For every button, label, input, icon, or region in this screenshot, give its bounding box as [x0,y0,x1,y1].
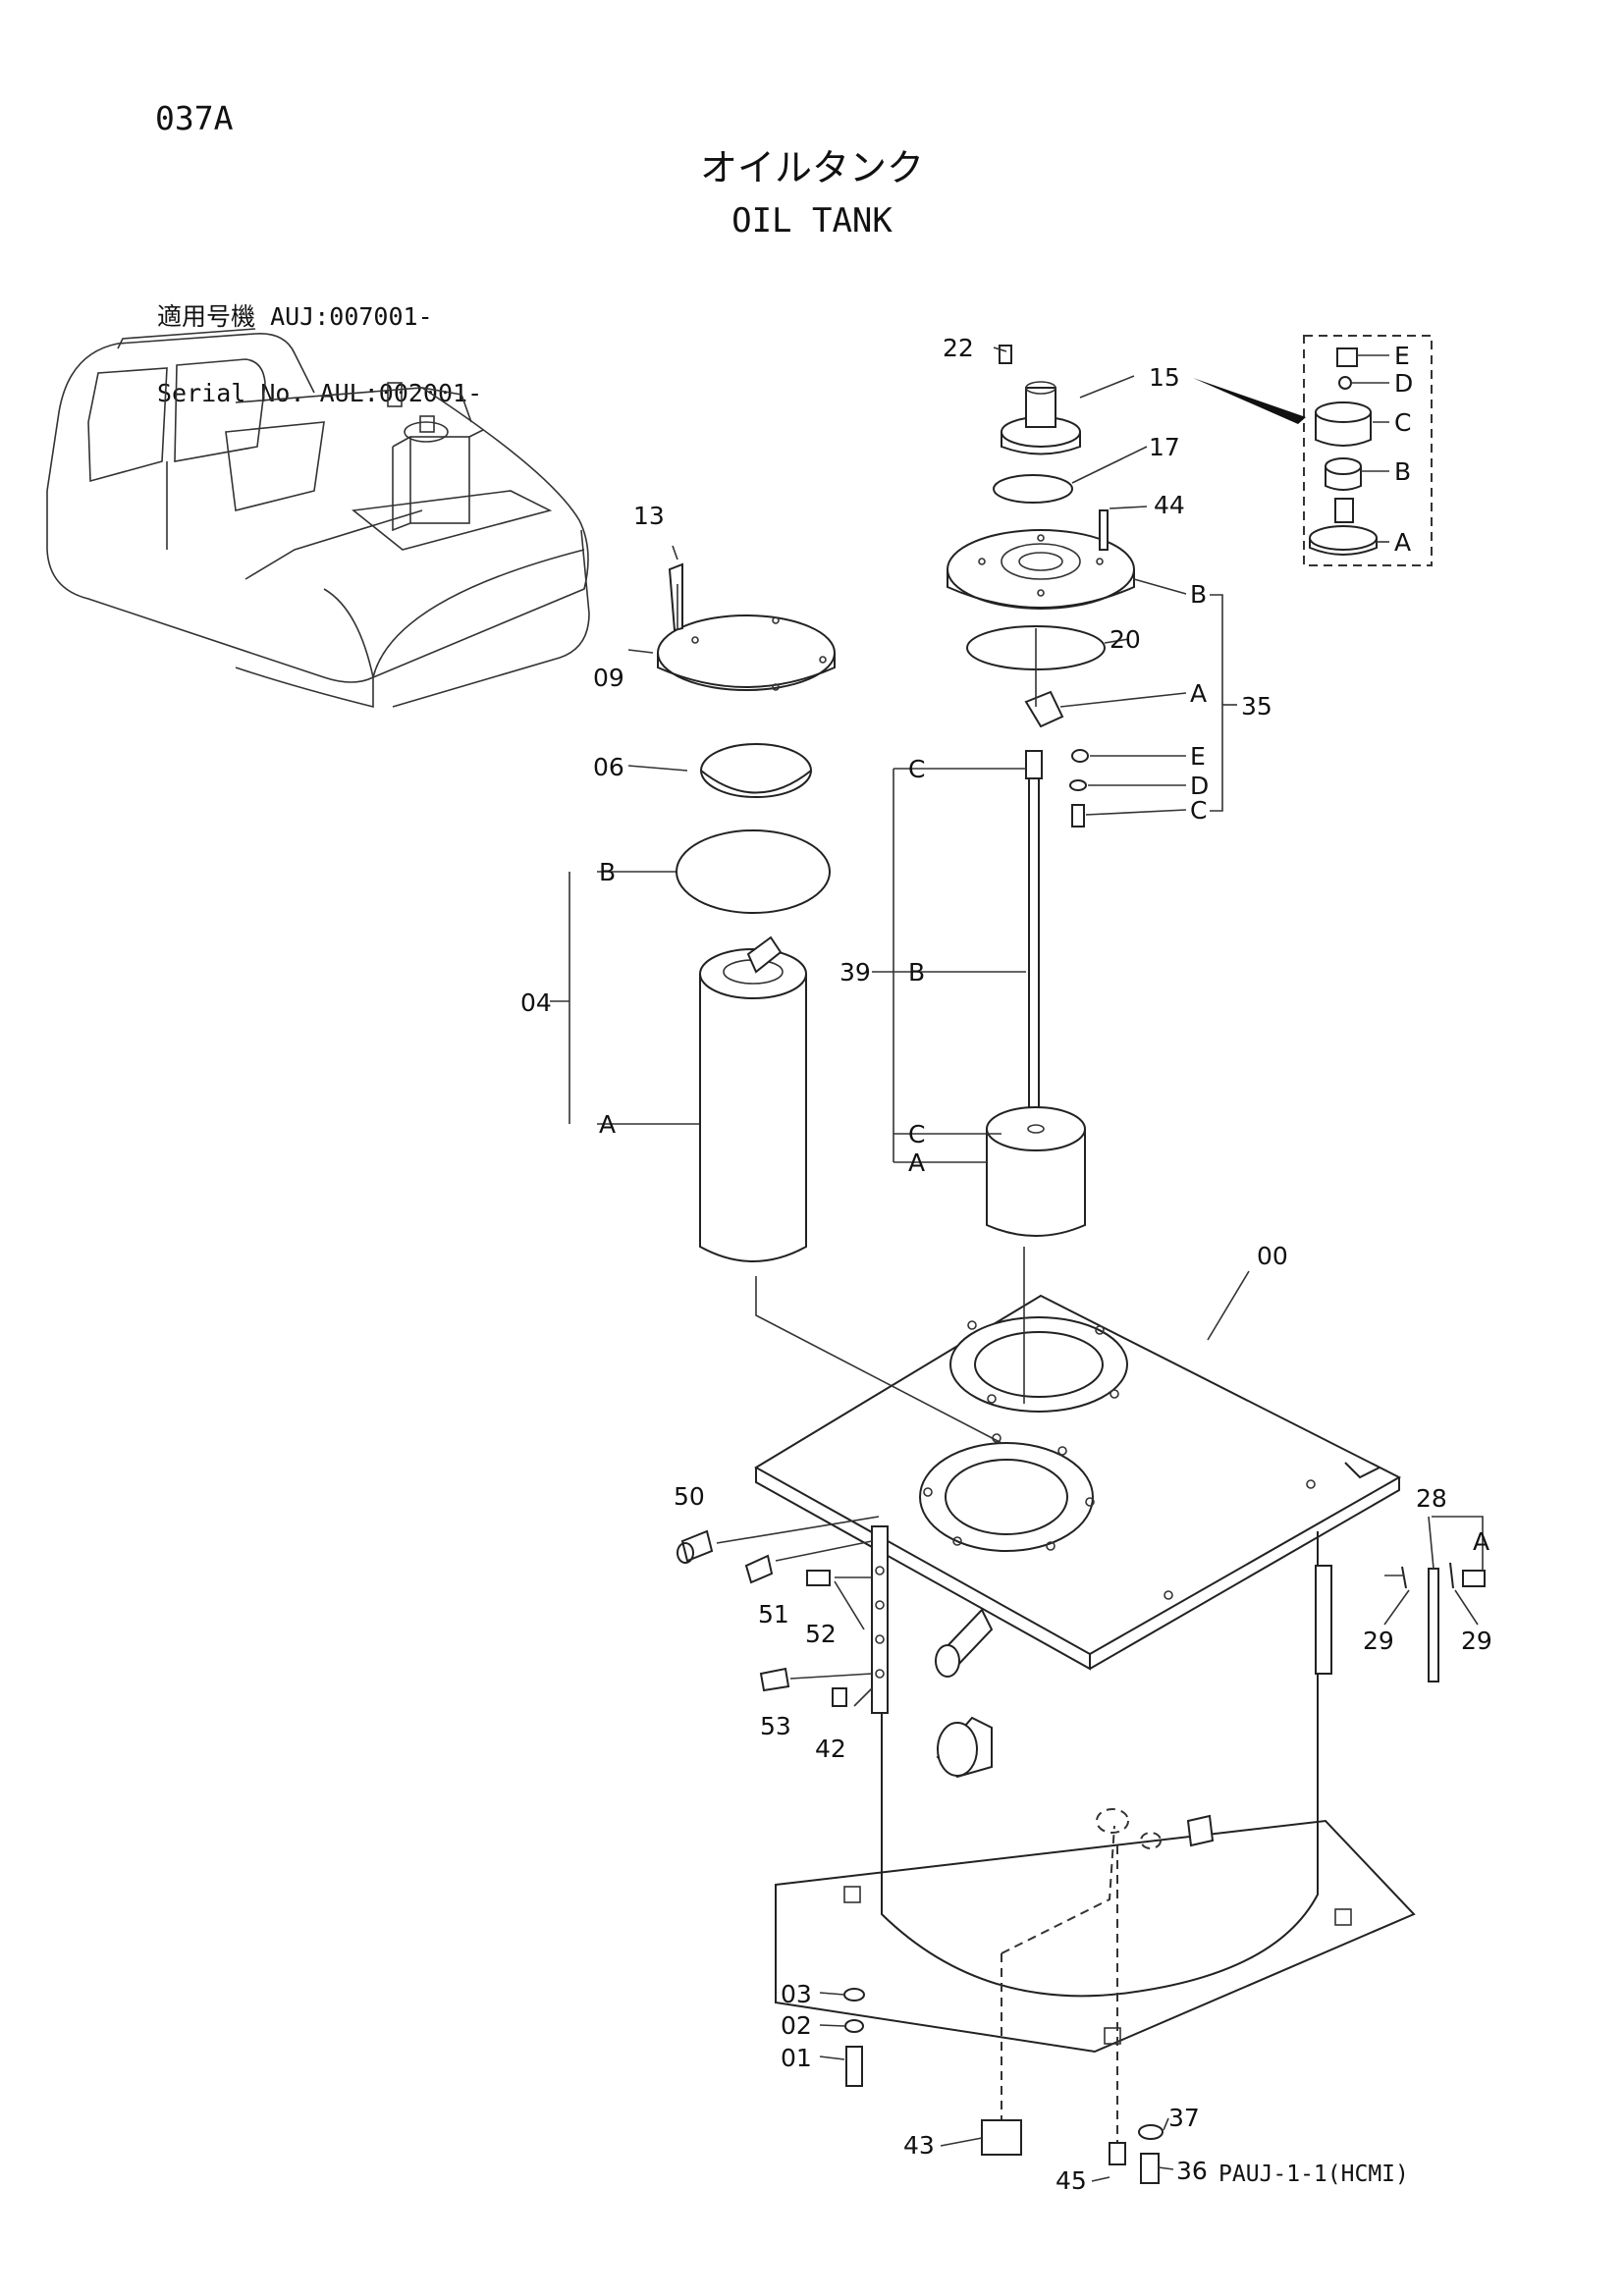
callout-04: 04 [520,988,552,1017]
callout-15: 15 [1149,363,1180,392]
callout-35: 35 [1241,692,1272,721]
applicability-label: 適用号機 [157,302,256,331]
letter-39-c-bottom: C [908,1120,925,1148]
letter-35-e: E [1190,742,1206,771]
title-english: OIL TANK [731,201,893,240]
callout-17: 17 [1149,433,1180,461]
callout-01: 01 [781,2044,812,2072]
callout-39: 39 [839,958,871,987]
callout-37: 37 [1168,2104,1200,2132]
callout-50: 50 [674,1482,705,1511]
callout-02: 02 [781,2011,812,2040]
letter-39-b: B [908,958,925,987]
letter-15-d: D [1394,369,1413,398]
callout-29a: 29 [1363,1627,1394,1655]
suction-strainer-and-cover [947,345,1135,1404]
callout-52: 52 [805,1620,837,1648]
callout-42: 42 [815,1735,846,1763]
letter-15-c: C [1394,408,1411,437]
footer-code: PAUJ-1-1(HCMI) [1218,2162,1409,2187]
title-japanese: オイルタンク [699,146,924,189]
callout-03: 03 [781,1980,812,2008]
letter-35-c: C [1190,796,1207,825]
letter-15-e: E [1394,342,1410,370]
callout-22: 22 [943,334,974,362]
letter-04-b: B [599,858,616,886]
return-filter-element [657,562,1002,1444]
callout-51: 51 [758,1600,789,1629]
letter-35-a: A [1190,679,1207,708]
callout-09: 09 [593,664,624,692]
letter-35-b: B [1190,580,1207,609]
letter-04-a: A [599,1110,616,1139]
callout-45: 45 [1056,2166,1087,2195]
inset-breather-breakdown [1193,335,1433,566]
callout-06: 06 [593,753,624,781]
sub-part-letters: B A C B C A B A E D C E D C B A A [599,342,1489,1556]
callout-13: 13 [633,502,665,530]
letter-35-d: D [1190,772,1209,800]
letter-39-c-top: C [908,755,925,783]
callout-36: 36 [1176,2157,1208,2185]
fittings [677,1529,1486,2184]
callout-28: 28 [1416,1484,1447,1513]
callout-00: 00 [1257,1242,1288,1270]
letter-15-b: B [1394,457,1411,486]
callout-53: 53 [760,1712,791,1740]
letter-15-a: A [1394,528,1411,557]
oil-tank-body [754,1294,1416,2150]
applicability-line: 適用号機 AUJ:007001- [157,304,482,330]
letter-28-a: A [1473,1527,1489,1556]
callout-29b: 29 [1461,1627,1492,1655]
callout-20: 20 [1110,625,1141,654]
applicability-value: AUJ:007001- [270,302,433,331]
leader-lines [550,347,1484,2182]
callout-44: 44 [1154,491,1185,519]
callout-43: 43 [903,2131,935,2160]
serial-label: Serial No. [157,379,305,407]
part-callouts: 00 01 02 03 04 06 09 13 15 17 20 22 28 2… [520,334,1492,2195]
page-code: 037A [155,99,234,137]
letter-39-a: A [908,1148,925,1177]
excavator-location-sketch [46,328,590,709]
